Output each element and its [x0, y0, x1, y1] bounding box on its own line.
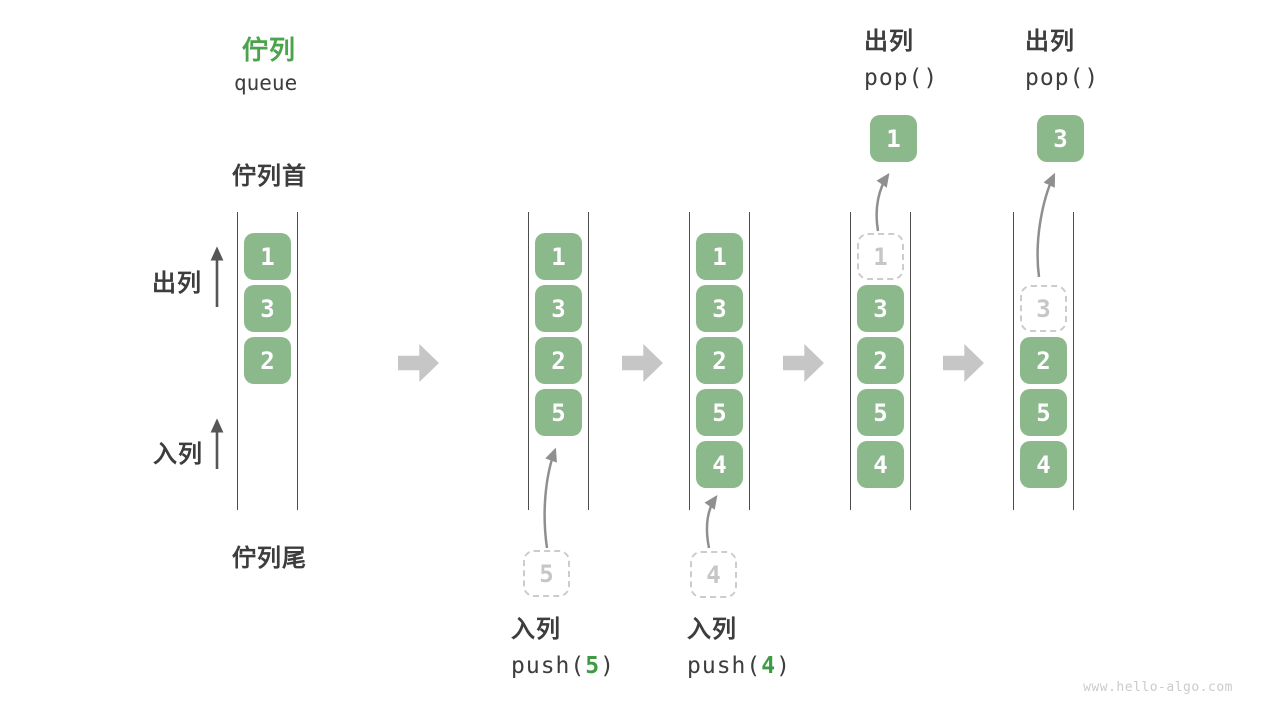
- enqueue-op-name: 入列: [511, 616, 561, 643]
- watermark: www.hello-algo.com: [1083, 680, 1233, 695]
- queue-cell: 2: [535, 337, 582, 384]
- queue-walls: [689, 212, 750, 510]
- queue-cell: 5: [535, 389, 582, 436]
- queue-cell: 5: [857, 389, 904, 436]
- op-code-pre: push(: [687, 653, 762, 679]
- queue-cell: 1: [535, 233, 582, 280]
- queue-cell: 3: [535, 285, 582, 332]
- op-code-post: ): [776, 653, 791, 679]
- queue-walls: [850, 212, 911, 510]
- dequeue-op-code: pop(): [1025, 65, 1100, 91]
- diagram-title-en: queue: [234, 71, 298, 95]
- queue-rear-label: 佇列尾: [232, 545, 307, 572]
- queue-front-label: 佇列首: [232, 163, 307, 190]
- queue-cell: 2: [857, 337, 904, 384]
- popped-cell: 3: [1037, 115, 1084, 162]
- step-arrow-icon: [398, 344, 439, 382]
- queue-cell-ghost: 1: [857, 233, 904, 280]
- dequeue-op-code: pop(): [864, 65, 939, 91]
- enqueue-label: 入列: [153, 441, 203, 468]
- enqueue-op-code: push(4): [687, 652, 791, 680]
- enqueue-op-label: 入列 push(5): [511, 616, 615, 680]
- dequeue-op-name: 出列: [1025, 28, 1075, 55]
- queue-walls: [1013, 212, 1074, 510]
- incoming-cell: 5: [523, 550, 570, 597]
- diagram-title-zh: 佇列: [242, 35, 297, 65]
- step-arrow-icon: [783, 344, 824, 382]
- enqueue-op-name: 入列: [687, 616, 737, 643]
- queue-cell: 3: [857, 285, 904, 332]
- dequeue-op-name: 出列: [864, 28, 914, 55]
- queue-cell: 1: [244, 233, 291, 280]
- step-arrow-icon: [622, 344, 663, 382]
- queue-cell: 5: [696, 389, 743, 436]
- op-code-post: ): [600, 653, 615, 679]
- queue-cell: 5: [1020, 389, 1067, 436]
- dequeue-op-label: 出列 pop(): [864, 28, 938, 92]
- queue-cell: 2: [1020, 337, 1067, 384]
- step-arrow-icon: [943, 344, 984, 382]
- queue-cell: 3: [244, 285, 291, 332]
- enqueue-op-code: push(5): [511, 652, 615, 680]
- queue-cell: 3: [696, 285, 743, 332]
- enqueue-op-label: 入列 push(4): [687, 616, 791, 680]
- queue-cell: 4: [857, 441, 904, 488]
- queue-walls: [237, 212, 298, 510]
- op-code-arg: 4: [761, 653, 777, 679]
- op-code-pre: push(: [511, 653, 586, 679]
- popped-cell: 1: [870, 115, 917, 162]
- queue-cell: 4: [696, 441, 743, 488]
- op-code-arg: 5: [585, 653, 601, 679]
- queue-cell: 4: [1020, 441, 1067, 488]
- incoming-cell: 4: [690, 551, 737, 598]
- queue-cell: 1: [696, 233, 743, 280]
- dequeue-op-label: 出列 pop(): [1025, 28, 1099, 92]
- dequeue-label: 出列: [152, 270, 202, 297]
- queue-walls: [528, 212, 589, 510]
- queue-cell: 2: [696, 337, 743, 384]
- queue-cell-ghost: 3: [1020, 285, 1067, 332]
- queue-cell: 2: [244, 337, 291, 384]
